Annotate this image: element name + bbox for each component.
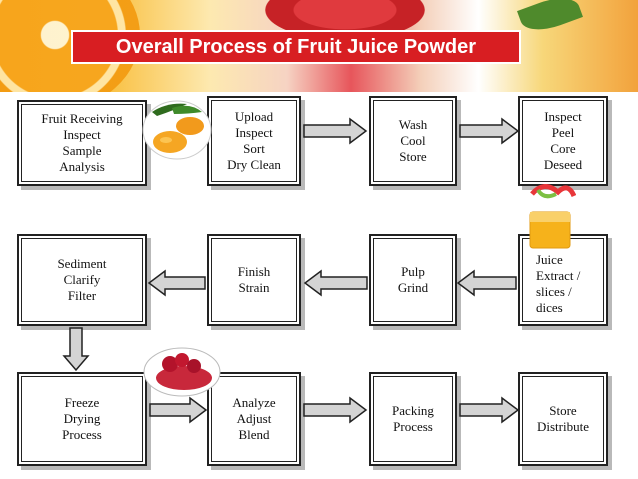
step-line: Cool [400,133,426,148]
step-line: Sediment [57,256,107,271]
step-line: Inspect [235,125,273,140]
arrow-right [459,396,520,424]
step-line: Adjust [236,411,272,426]
step-line: Store [399,149,427,164]
step-line: Store [549,403,577,418]
step-line: Grind [397,280,429,295]
step-line: Peel [551,125,575,140]
step-line: Analyze [232,395,276,410]
step-line: Drying [63,411,101,426]
step-line: Filter [67,288,97,303]
step-line: Process [393,419,433,434]
step-line: Process [62,427,102,442]
step-line: Clarify [63,272,101,287]
step-line: dices [536,300,563,315]
step-line: Sample [62,143,102,158]
step-line: slices / [536,284,572,299]
step-line: Juice [536,252,563,267]
step-line: Inspect [63,127,101,142]
step-line: Strain [238,280,270,295]
step-line: Wash [398,117,428,132]
step-line: Pulp [401,264,425,279]
arrow-left [456,269,517,297]
step-line: Core [550,141,576,156]
arrow-right [149,396,208,424]
step-line: Sort [243,141,265,156]
header-banner: Overall Process of Fruit Juice Powder [0,0,638,92]
step-line: Freeze [64,395,100,410]
mango-fruit-icon [142,100,212,160]
step-line: Dry Clean [227,157,281,172]
arrow-right [303,117,368,145]
step-line: Upload [234,109,274,124]
step-line: Extract / [536,268,581,283]
step-line: Deseed [543,157,583,172]
juice-glass-icon [529,184,576,249]
step-line: Analysis [59,159,105,174]
page-title: Overall Process of Fruit Juice Powder [71,30,521,64]
raspberry-powder-icon [143,347,221,397]
arrow-left [147,269,206,297]
step-line: Inspect [544,109,582,124]
arrow-right [303,396,368,424]
arrow-left [303,269,368,297]
arrow-right [459,117,520,145]
step-line: Fruit Receiving [41,111,123,126]
step-line: Finish [237,264,271,279]
step-line: Distribute [537,419,589,434]
step-line: Packing [392,403,434,418]
arrow-down [62,327,90,372]
step-line: Blend [238,427,270,442]
